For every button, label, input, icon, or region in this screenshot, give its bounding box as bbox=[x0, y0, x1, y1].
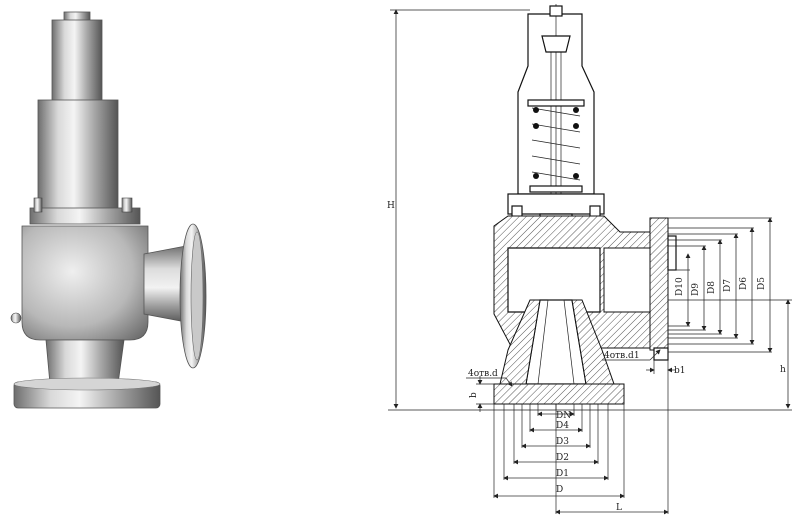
dim-label-holes-inlet: 4отв.d bbox=[468, 369, 498, 379]
dim-label-dn: DN bbox=[556, 411, 571, 421]
dim-label-d6: D6 bbox=[739, 277, 749, 290]
valve-upper-column bbox=[51, 19, 103, 103]
valve-section-drawing: H DN D4 D3 D2 D1 D bbox=[387, 4, 792, 515]
valve-photo bbox=[10, 11, 207, 409]
dim-label-d3: D3 bbox=[556, 437, 569, 447]
inlet-flange-section bbox=[493, 383, 625, 405]
lower-spring-plate bbox=[529, 185, 583, 193]
valve-spring-housing bbox=[37, 99, 119, 213]
spring-plate bbox=[527, 99, 585, 107]
dim-label-d1: D1 bbox=[556, 469, 569, 479]
bonnet-bolt bbox=[33, 197, 43, 213]
valve-body bbox=[21, 225, 149, 341]
outlet-flange-section bbox=[649, 217, 669, 351]
dim-label-b1: b1 bbox=[674, 366, 686, 376]
valve-bonnet-flange bbox=[29, 207, 141, 225]
dim-label-d7: D7 bbox=[723, 279, 733, 292]
dim-label-b: b bbox=[469, 392, 479, 398]
dim-label-d2: D2 bbox=[556, 453, 569, 463]
dim-label-d: D bbox=[556, 485, 563, 495]
dim-label-d9: D9 bbox=[691, 283, 701, 296]
outlet-pipe bbox=[143, 245, 187, 323]
dim-label-d10: D10 bbox=[675, 277, 685, 296]
bonnet-bolt bbox=[121, 197, 133, 213]
bottom-dimension-stack: DN D4 D3 D2 D1 D L bbox=[493, 350, 669, 515]
spring bbox=[531, 107, 581, 181]
outlet-flange-bolt bbox=[667, 235, 677, 271]
dim-label-d5: D5 bbox=[757, 277, 767, 290]
inlet-flange-top bbox=[13, 377, 161, 391]
inlet-neck bbox=[45, 339, 125, 385]
inlet-neck-section-right bbox=[571, 299, 615, 385]
adjusting-screw bbox=[549, 5, 563, 17]
outlet-dimension-stack: D10 D9 D8 D7 D6 D5 h bbox=[668, 217, 792, 409]
dim-label-l: L bbox=[616, 503, 622, 513]
outlet-flange-face bbox=[190, 231, 204, 361]
dim-label-h: H bbox=[387, 201, 395, 211]
dim-label-d4: D4 bbox=[556, 421, 569, 431]
dim-label-d8: D8 bbox=[707, 281, 717, 294]
body-plug bbox=[10, 312, 22, 324]
cap-nut bbox=[541, 35, 571, 53]
dim-label-holes-outlet: 4отв.d1 bbox=[604, 351, 640, 361]
dim-label-h-lower: h bbox=[780, 365, 786, 375]
